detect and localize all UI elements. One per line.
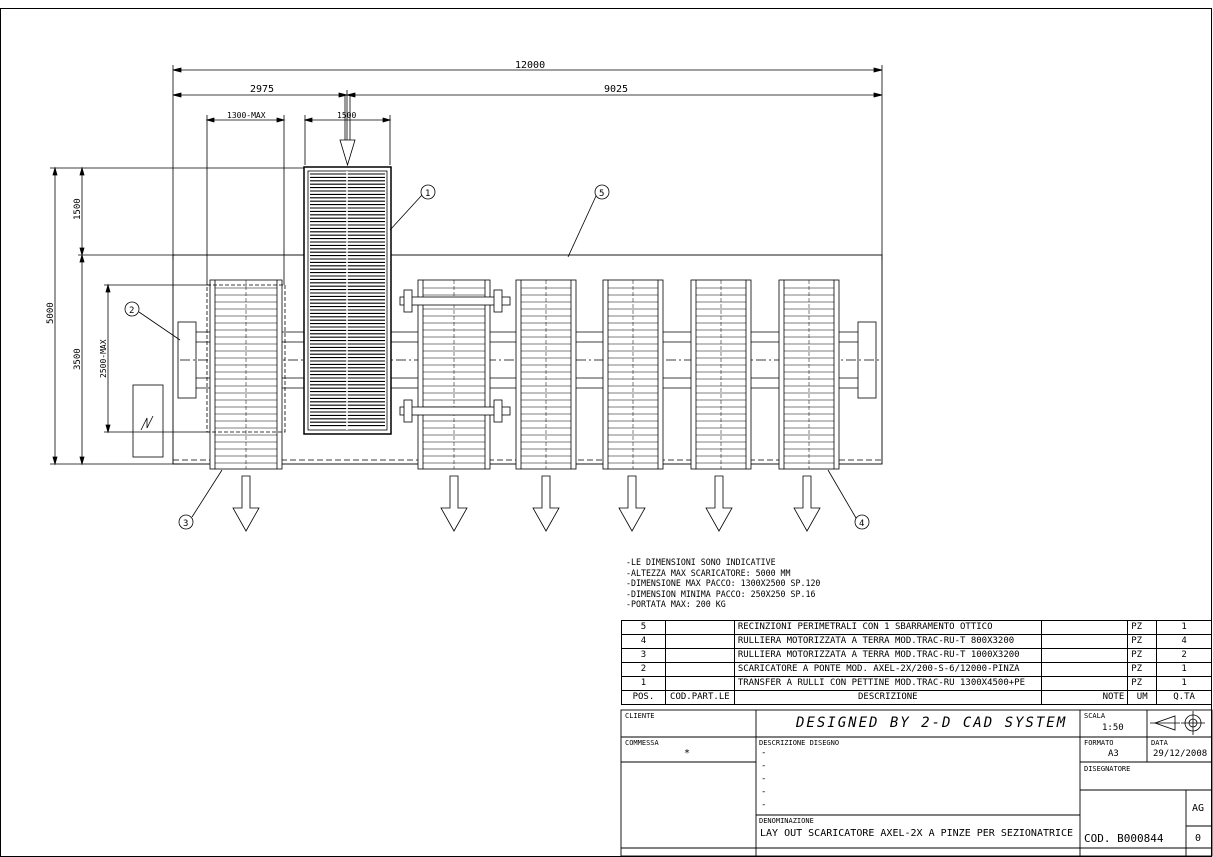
input-arrow <box>339 95 356 167</box>
dim-widths <box>205 115 392 285</box>
output-arrow <box>705 475 733 532</box>
denominazione-value: LAY OUT SCARICATORE AXEL-2X A PINZE PER … <box>760 828 1074 839</box>
note-line: -DIMENSIONE MAX PACCO: 1300X2500 SP.120 <box>626 579 821 589</box>
conveyor <box>778 279 840 470</box>
balloon-1: 1 <box>389 184 436 231</box>
dim-transfer-width-label: 1500 <box>337 111 356 120</box>
output-arrow <box>440 475 468 532</box>
dim-pack-length-label: 2500-MAX <box>99 339 108 378</box>
output-arrow <box>232 475 260 532</box>
scala-value: 1:50 <box>1102 723 1124 733</box>
dim-total-length-label: 12000 <box>515 60 545 71</box>
title-block-frame <box>620 709 1213 857</box>
descrizione-line: - <box>761 787 767 797</box>
svg-text:1: 1 <box>425 189 430 199</box>
output-arrow <box>793 475 821 532</box>
designed-by-text: DESIGNED BY 2-D CAD SYSTEM <box>796 715 1068 731</box>
commessa-label: COMMESSA <box>625 739 659 747</box>
data-value: 29/12/2008 <box>1153 749 1208 759</box>
note-line: -PORTATA MAX: 200 KG <box>626 600 726 610</box>
descrizione-line: - <box>761 748 767 758</box>
conveyor <box>602 279 664 470</box>
svg-text:5: 5 <box>599 189 604 199</box>
note-line: -ALTEZZA MAX SCARICATORE: 5000 MM <box>626 568 791 579</box>
dim-heights <box>50 166 305 466</box>
disegnatore-label: DISEGNATORE <box>1084 765 1131 773</box>
dim-right-span-label: 9025 <box>604 84 628 95</box>
svg-text:3: 3 <box>183 519 188 529</box>
commessa-value: * <box>684 748 691 759</box>
descrizione-line: - <box>761 774 767 784</box>
descrizione-label: DESCRIZIONE DISEGNO <box>759 739 840 747</box>
output-arrows <box>232 475 821 532</box>
dim-spans <box>172 90 883 140</box>
formato-value: A3 <box>1108 749 1119 759</box>
scala-label: SCALA <box>1084 712 1106 720</box>
balloon-2: 2 <box>124 301 181 341</box>
formato-label: FORMATO <box>1084 739 1114 747</box>
svg-text:4: 4 <box>859 519 864 529</box>
general-notes: -LE DIMENSIONI SONO INDICATIVE -ALTEZZA … <box>626 558 820 611</box>
roller-conveyors <box>206 279 840 470</box>
descrizione-line: - <box>761 761 767 771</box>
rev-value: 0 <box>1195 833 1202 844</box>
dim-top-height-label: 1500 <box>73 198 83 220</box>
dim-left-span-label: 2975 <box>250 84 274 95</box>
dim-total-length <box>172 65 883 260</box>
rev-label: AG <box>1192 803 1205 814</box>
svg-text:2: 2 <box>129 306 134 316</box>
clamp-arms <box>399 289 511 423</box>
conveyor <box>515 279 577 470</box>
dim-lower-height-label: 3500 <box>73 348 83 370</box>
dim-total-height-label: 5000 <box>46 302 56 324</box>
denominazione-label: DENOMINAZIONE <box>759 817 814 825</box>
conveyor <box>206 279 286 470</box>
cliente-label: CLIENTE <box>625 712 655 720</box>
cod-value: COD. B000844 <box>1084 832 1164 845</box>
data-label: DATA <box>1151 739 1168 747</box>
conveyor <box>690 279 752 470</box>
note-line: -LE DIMENSIONI SONO INDICATIVE <box>626 558 776 568</box>
balloon-3: 3 <box>178 469 223 530</box>
control-cabinet <box>132 384 164 458</box>
balloon-5: 5 <box>567 184 610 258</box>
conveyor <box>417 279 491 470</box>
balloon-4: 4 <box>827 469 870 530</box>
output-arrow <box>532 475 560 532</box>
projection-symbol-icon <box>1150 711 1205 735</box>
note-line: -DIMENSION MINIMA PACCO: 250X250 SP.16 <box>626 589 816 600</box>
roller-transfer <box>303 166 392 435</box>
dim-pack-width-label: 1300-MAX <box>227 111 266 120</box>
descrizione-line: - <box>761 800 767 810</box>
output-arrow <box>618 475 646 532</box>
